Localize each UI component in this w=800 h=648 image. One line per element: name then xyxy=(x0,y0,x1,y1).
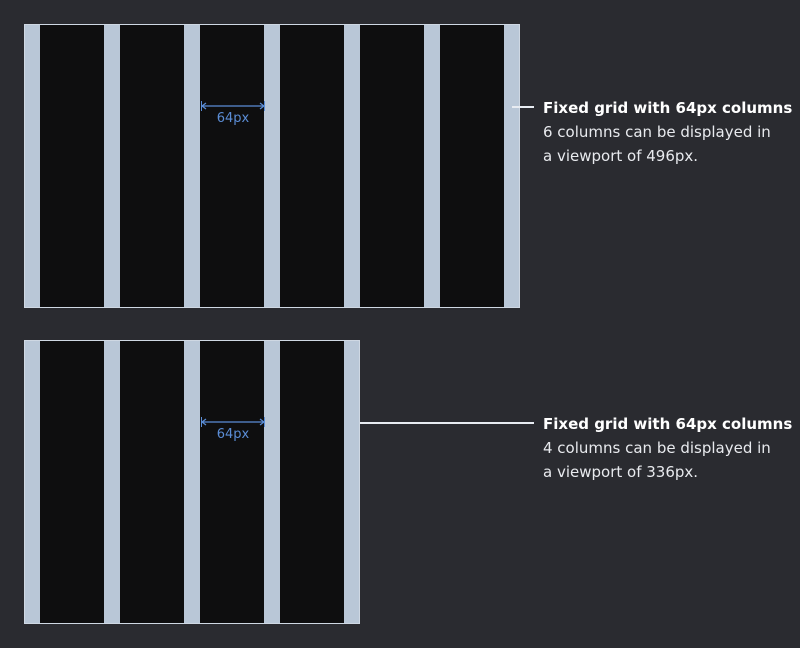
caption-description: 4 columns can be displayed in xyxy=(543,439,771,457)
column-width-indicator: 64px xyxy=(201,415,265,445)
caption: Fixed grid with 64px columns 4 columns c… xyxy=(543,412,793,484)
caption-description: a viewport of 336px. xyxy=(543,463,699,481)
caption-description: a viewport of 496px. xyxy=(543,147,699,165)
caption-connector xyxy=(512,106,534,108)
grid-column xyxy=(120,341,184,623)
column-width-indicator: 64px xyxy=(201,99,265,129)
grid-column xyxy=(120,25,184,307)
caption-description: 6 columns can be displayed in xyxy=(543,123,771,141)
grid-column xyxy=(40,341,104,623)
grid-column xyxy=(200,341,264,623)
caption-title: Fixed grid with 64px columns xyxy=(543,415,793,433)
caption-title: Fixed grid with 64px columns xyxy=(543,99,793,117)
grid-column xyxy=(280,25,344,307)
fixed-grid-6-columns: 64px xyxy=(24,24,520,308)
caption-connector xyxy=(360,422,534,424)
grid-column xyxy=(200,25,264,307)
grid-column xyxy=(40,25,104,307)
column-width-label: 64px xyxy=(216,427,250,442)
double-arrow-icon xyxy=(201,417,265,427)
grid-column xyxy=(440,25,504,307)
column-width-label: 64px xyxy=(216,111,250,126)
double-arrow-icon xyxy=(201,101,265,111)
caption: Fixed grid with 64px columns 6 columns c… xyxy=(543,96,793,168)
grid-column xyxy=(360,25,424,307)
fixed-grid-4-columns: 64px xyxy=(24,340,360,624)
grid-column xyxy=(280,341,344,623)
